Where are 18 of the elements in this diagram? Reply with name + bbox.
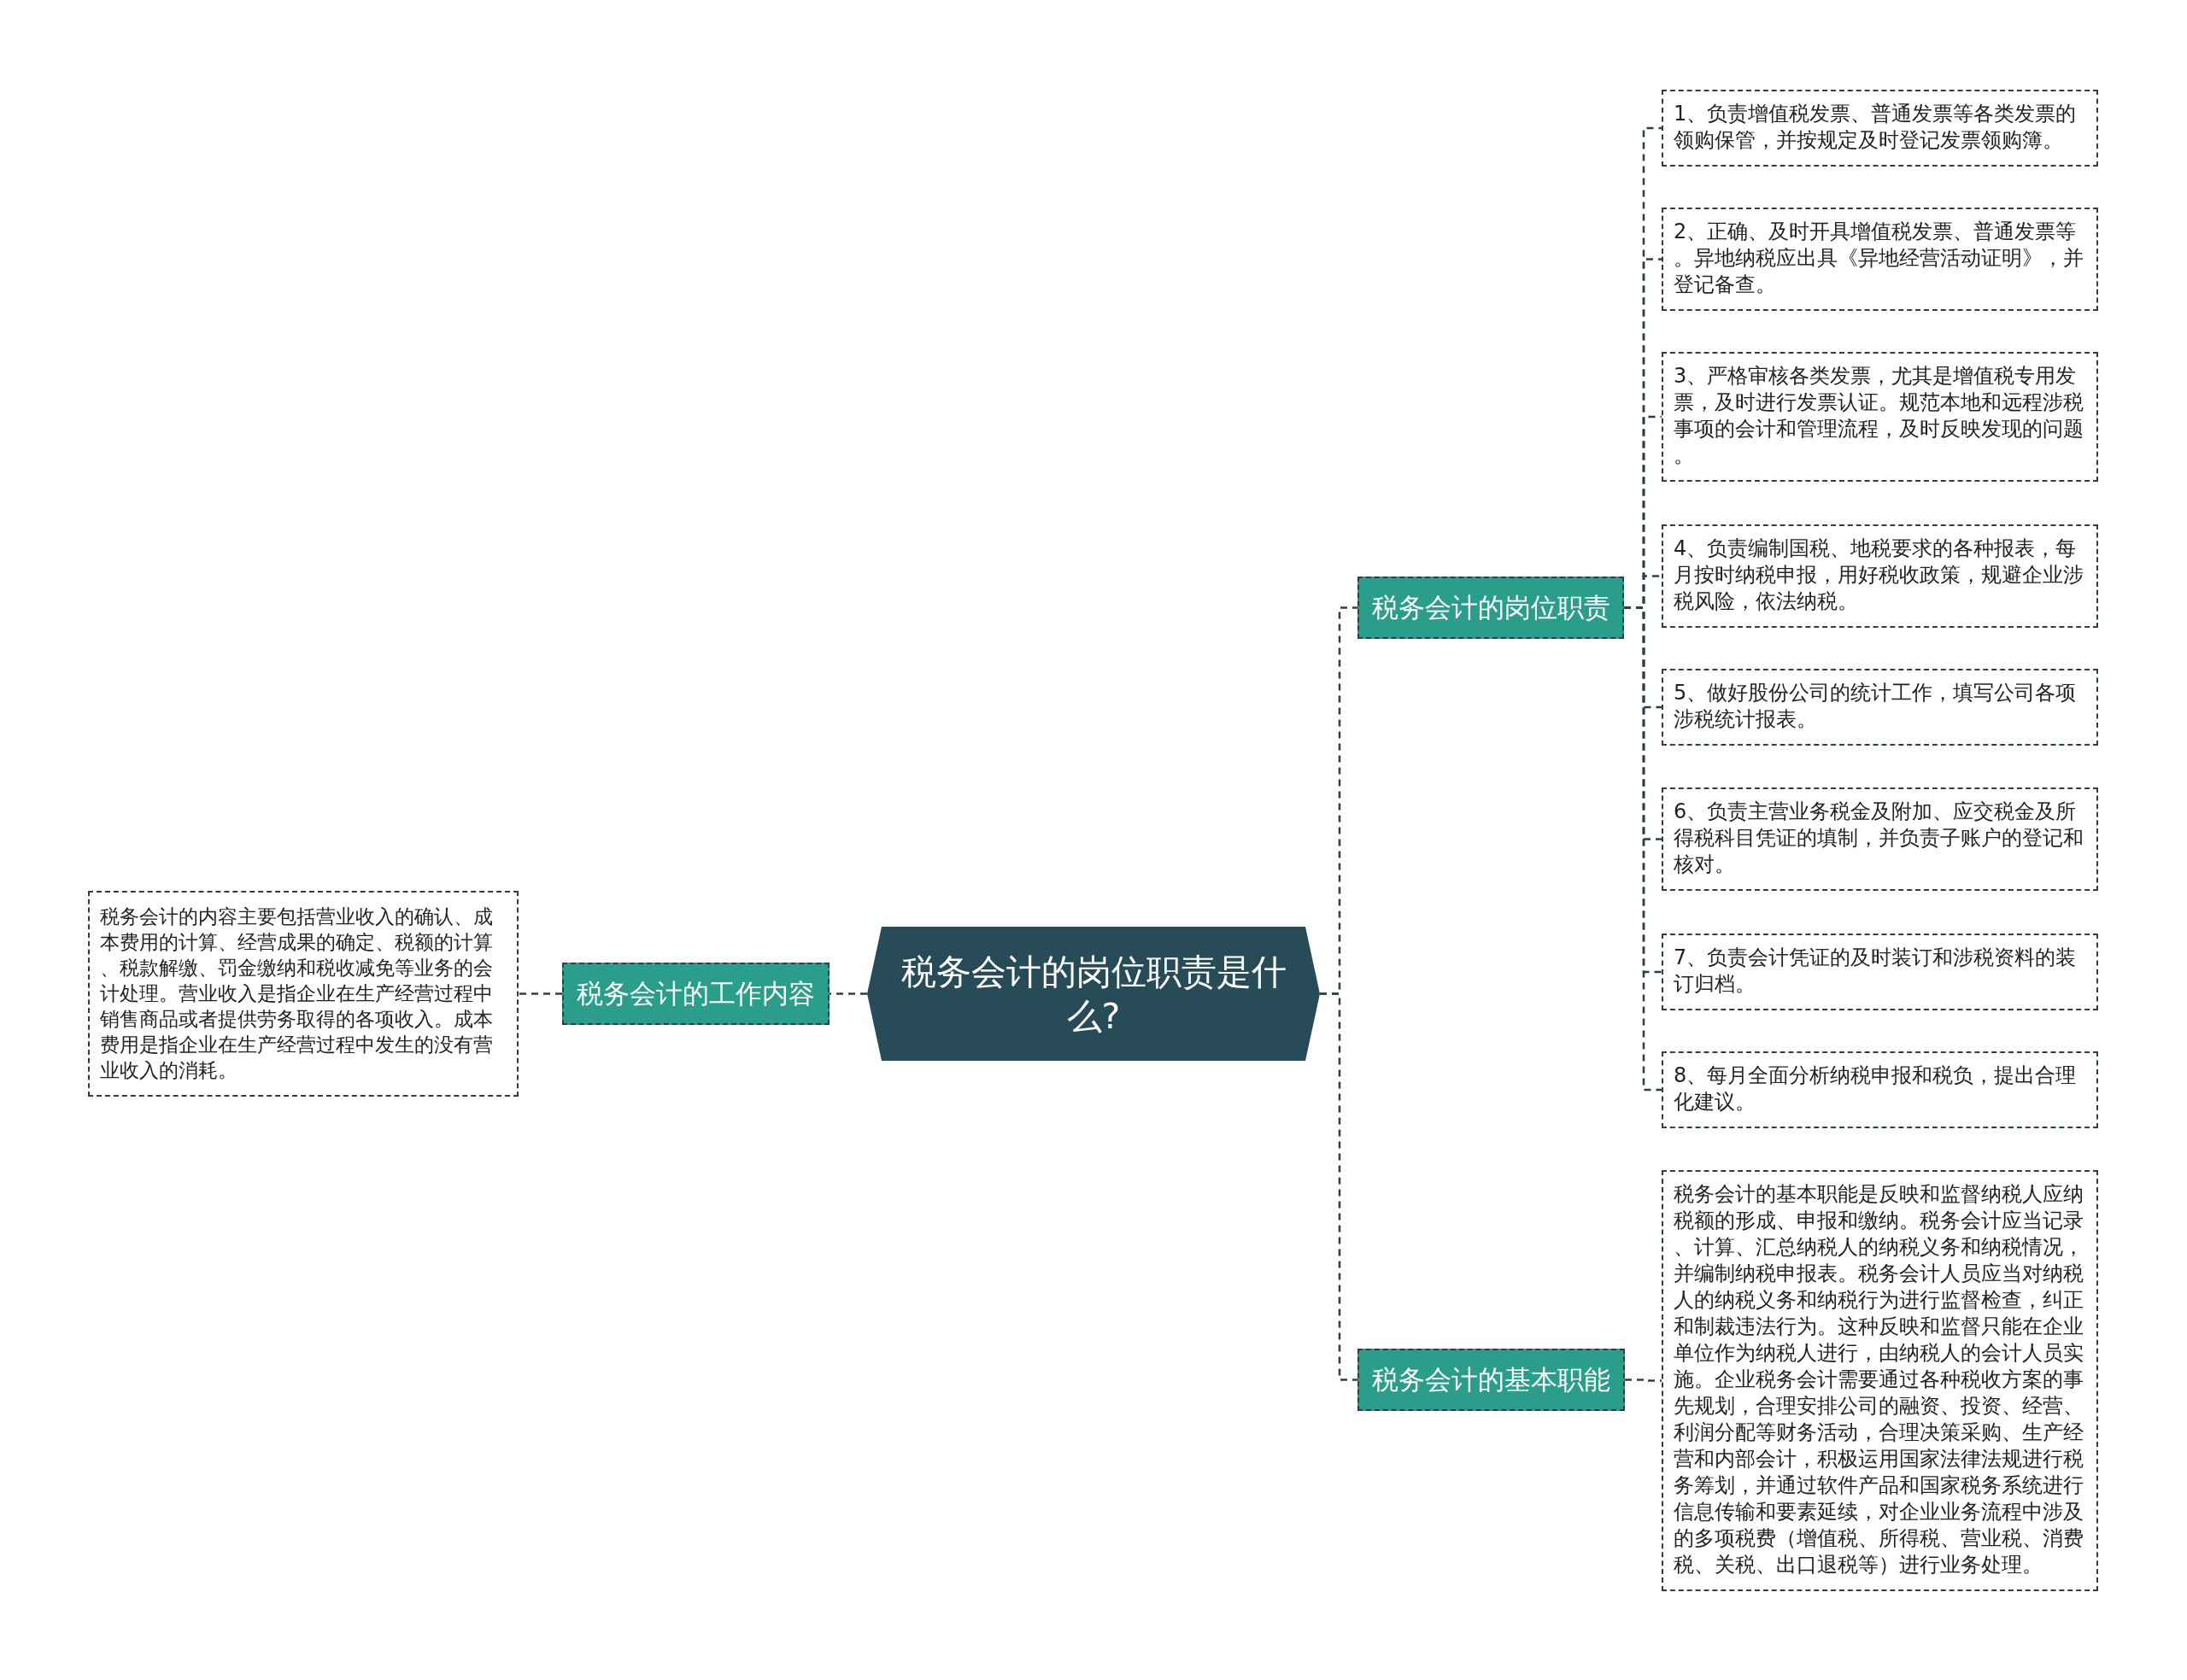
- connector-line: [1625, 1379, 1662, 1382]
- text-box: 5、做好股份公司的统计工作，填写公司各项涉税统计报表。: [1662, 669, 2098, 746]
- text-box: 税务会计的内容主要包括营业收入的确认、成本费用的计算、经营成果的确定、税额的计算、税款解缴、罚金缴纳和税收减免等业务的会计处理。营业收入是指企业在生产经营过程中销售商品或者提供劳务取得的各项收入。成本费用是指企业在生产经营过程中发生的没有营业收入的消耗。: [88, 891, 519, 1097]
- text-box: 7、负责会计凭证的及时装订和涉税资料的装订归档。: [1662, 934, 2098, 1010]
- branch-box: 税务会计的基本职能: [1357, 1349, 1625, 1411]
- branch-box: 税务会计的岗位职责: [1357, 577, 1624, 639]
- text-box: 4、负责编制国税、地税要求的各种报表，每月按时纳税申报，用好税收政策，规避企业涉税风险，依法纳税。: [1662, 524, 2098, 628]
- text-box: 3、严格审核各类发票，尤其是增值税专用发票，及时进行发票认证。规范本地和远程涉税事项的会计和管理流程，及时反映发现的问题。: [1662, 352, 2098, 482]
- text-box: 税务会计的基本职能是反映和监督纳税人应纳税额的形成、申报和缴纳。税务会计应当记录、计算、汇总纳税人的纳税义务和纳税情况，并编制纳税申报表。税务会计人员应当对纳税人的纳税义务和纳税行为进行监督检查，纠正和制裁违法行为。这种反映和监督只能在企业单位作为纳税人进行，由纳税人的会计人员实施。企业税务会计需要通过各种税收方案的事先规划，合理安排公司的融资、投资、经营、利润分配等财务活动，合理决策采购、生产经营和内部会计，积极运用国家法律法规进行税务筹划，并通过软件产品和国家税务系统进行信息传输和要素延续，对企业业务流程中涉及的多项税费（增值税、所得税、营业税、消费税、关税、出口退税等）进行业务处理。: [1662, 1170, 2098, 1591]
- text-box: 1、负责增值税发票、普通发票等各类发票的领购保管，并按规定及时登记发票领购簿。: [1662, 90, 2098, 167]
- connector-line: [519, 992, 562, 995]
- branch-box: 税务会计的工作内容: [562, 963, 830, 1025]
- text-box: 2、正确、及时开具增值税发票、普通发票等。异地纳税应出具《异地经营活动证明》，并登记备查。: [1662, 208, 2098, 311]
- topic-hexagon: 税务会计的岗位职责是什么?: [867, 927, 1320, 1061]
- connector-line: [1320, 992, 1357, 1381]
- text-box: 8、每月全面分析纳税申报和税负，提出合理化建议。: [1662, 1051, 2098, 1128]
- text-box: 6、负责主营业务税金及附加、应交税金及所得税科目凭证的填制，并负责子账户的登记和核对。: [1662, 787, 2098, 891]
- connector-line: [830, 992, 867, 995]
